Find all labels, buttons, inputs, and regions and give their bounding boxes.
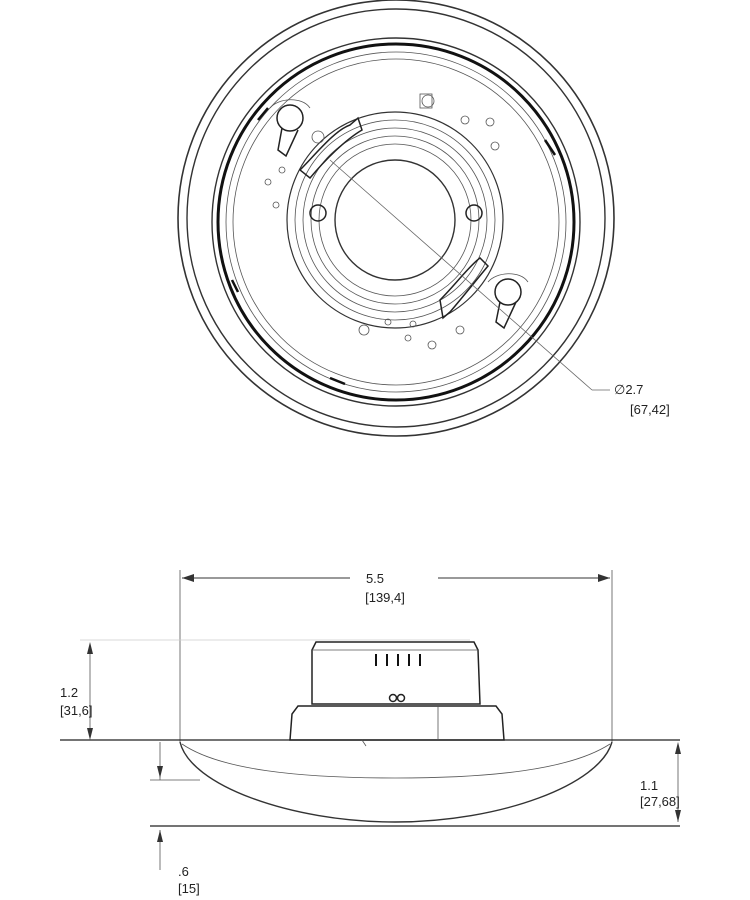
diameter-leader <box>329 159 593 391</box>
base-plate-outer <box>211 37 581 407</box>
top-tab <box>419 93 433 109</box>
vent-slots <box>375 654 421 666</box>
width-label: 5.5 <box>366 571 384 586</box>
height-label: 1.2 <box>60 685 78 700</box>
lower-arrow-1 <box>157 766 163 778</box>
dome-inner-edge <box>181 743 611 779</box>
width-arrow-right <box>598 574 610 582</box>
hook-slot-left <box>298 116 363 180</box>
center-hole <box>334 159 456 281</box>
height-arrow-top <box>87 642 93 654</box>
side-view: 5.5 [139,4] 1.2 [31,6] <box>60 570 681 896</box>
dome-notch <box>361 739 367 747</box>
lower-housing <box>289 705 505 741</box>
dome-arrow-bottom <box>675 810 681 822</box>
screw-hole-left <box>309 204 327 222</box>
outer-rim <box>177 0 615 437</box>
center-ring-2 <box>294 119 496 321</box>
outer-rim-inner <box>186 8 606 428</box>
center-ring-1 <box>286 111 504 329</box>
small-holes <box>264 94 500 350</box>
dome-arrow-top <box>675 742 681 754</box>
dome-label: 1.1 <box>640 778 658 793</box>
lower-label: .6 <box>178 864 189 879</box>
center-ring-4 <box>310 135 480 305</box>
dome <box>179 741 613 823</box>
screw-hole-right <box>465 204 483 222</box>
height-mm-label: [31,6] <box>60 703 93 718</box>
keyhole-left <box>269 99 311 158</box>
base-plate-inner <box>225 51 567 393</box>
base-plate-inner-2 <box>232 58 560 386</box>
keyhole-right <box>487 273 529 330</box>
upper-housing <box>311 641 481 705</box>
lower-arrow-2 <box>157 830 163 842</box>
diameter-label: ∅2.7 <box>614 382 643 397</box>
center-ring-3 <box>302 127 488 313</box>
top-view: ∅2.7 [67,42] <box>177 0 670 437</box>
lower-mm-label: [15] <box>178 881 200 896</box>
led-indicator <box>388 693 406 703</box>
height-arrow-bottom <box>87 728 93 740</box>
base-plate-ring <box>216 42 576 402</box>
width-mm-label: [139,4] <box>365 590 405 605</box>
width-arrow-left <box>182 574 194 582</box>
hook-slot-right <box>439 257 490 320</box>
dome-mm-label: [27,68] <box>640 794 680 809</box>
diameter-mm-label: [67,42] <box>630 402 670 417</box>
ring-ticks <box>230 107 557 386</box>
center-ring-5 <box>318 143 472 297</box>
